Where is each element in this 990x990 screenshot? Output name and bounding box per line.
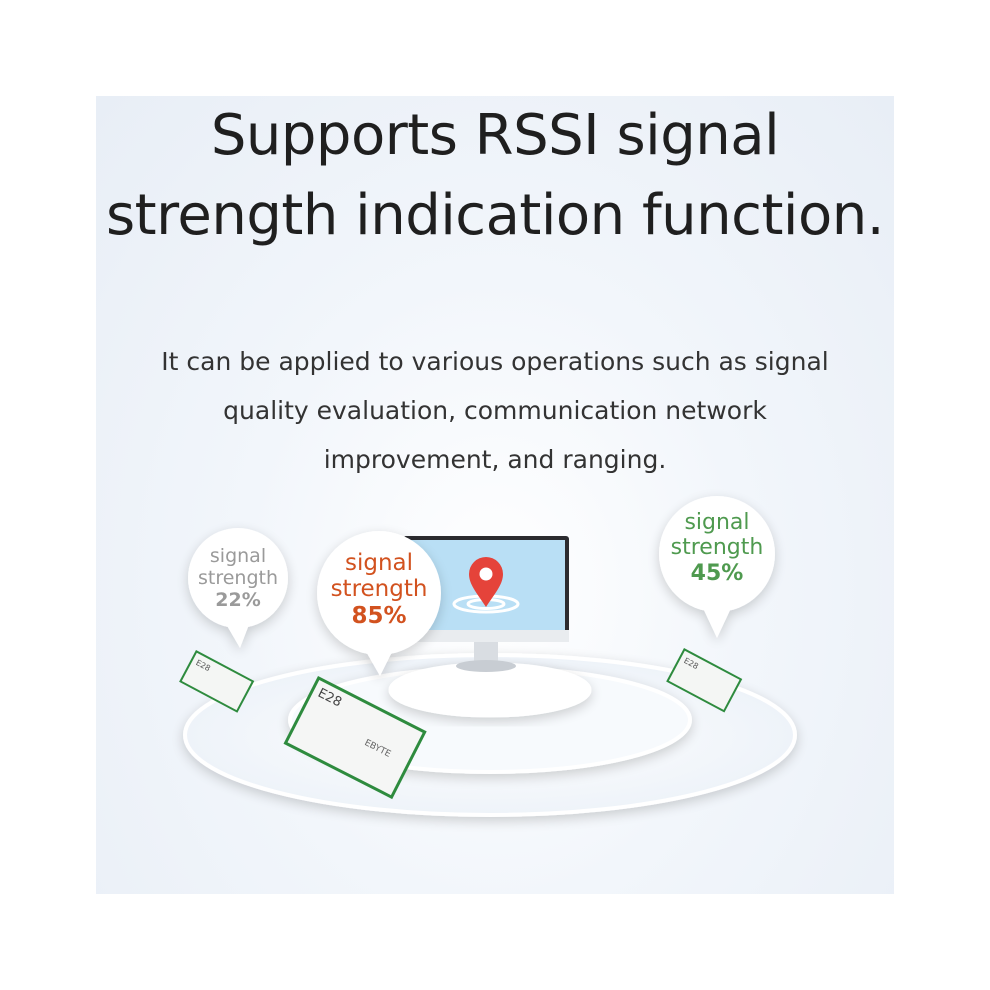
bubble-middle-line-2: strength (330, 576, 428, 603)
bubble-middle-value: 85% (351, 602, 407, 629)
subtitle: It can be applied to various operations … (0, 337, 990, 484)
bubble-left-text: signal strength 22% (186, 545, 290, 612)
module-left: E28 (179, 650, 255, 713)
headline: Supports RSSI signal strength indication… (0, 96, 990, 256)
subtitle-line-2: quality evaluation, communication networ… (223, 396, 767, 425)
bubble-middle (317, 531, 441, 676)
subtitle-line-1: It can be applied to various operations … (161, 347, 829, 376)
headline-line-2: strength indication function. (105, 183, 885, 248)
bubble-left-line-1: signal (209, 545, 267, 567)
bubble-right-value: 45% (690, 560, 744, 586)
bubble-right-line-1: signal (684, 510, 750, 535)
bubble-right-text: signal strength 45% (660, 510, 774, 586)
bubble-left (188, 528, 288, 648)
bubble-middle-text: signal strength 85% (318, 550, 440, 629)
bubble-left-value: 22% (215, 588, 261, 611)
module-middle: E28 EBYTE (283, 676, 427, 800)
module-right: E28 (666, 648, 743, 713)
monitor-chin (403, 630, 569, 642)
bubble-right (659, 496, 775, 638)
bubble-right-line-2: strength (670, 535, 764, 561)
monitor-base (456, 660, 516, 672)
signal-rings (183, 653, 797, 817)
bubble-left-line-2: strength (197, 566, 279, 589)
headline-line-1: Supports RSSI signal (210, 103, 780, 168)
monitor-neck (474, 642, 498, 664)
subtitle-line-3: improvement, and ranging. (323, 445, 667, 474)
location-pin-icon (469, 557, 503, 607)
bubble-middle-line-1: signal (344, 550, 414, 576)
